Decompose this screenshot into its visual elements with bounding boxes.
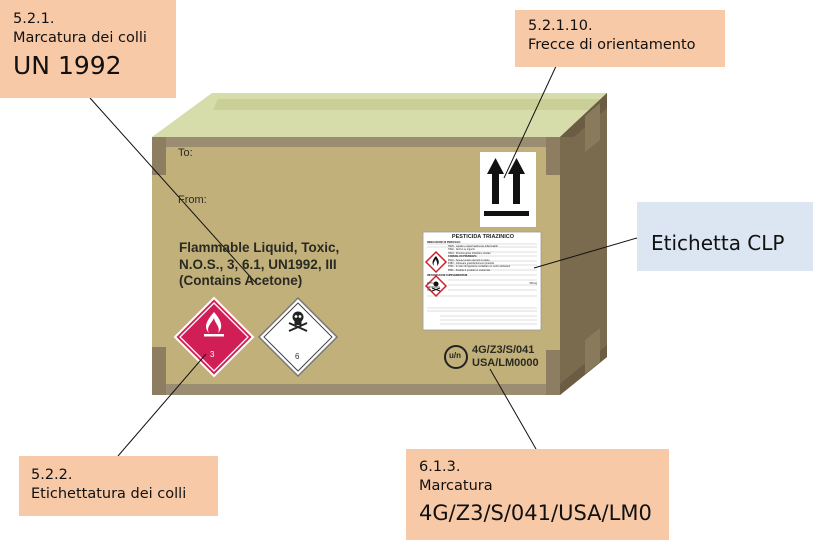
proper-shipping-name: Flammable Liquid, Toxic, N.O.S., 3, 6.1,…: [179, 240, 339, 290]
up-arrow-icon: [484, 158, 529, 216]
to-label: To:: [178, 147, 193, 159]
clp-footer-line: DITTA:: [427, 282, 435, 286]
un-mark-line: 4G/Z3/S/041: [472, 344, 535, 356]
clp-precaution: P210 - Tenere lontano da fonti di calore: [448, 258, 490, 262]
toxic-hazard-diamond: [257, 296, 339, 378]
clp-footer-line: INDIRIZZO:: [427, 285, 441, 289]
clp-hazard-statement: H319 - Provoca grave irritazione oculare: [448, 251, 491, 255]
from-label: From:: [178, 194, 207, 206]
clp-label-lines: [427, 243, 537, 325]
box-corner-bottom-right: [546, 350, 560, 395]
clp-hazard-header: INDICAZIONI DI PERICOLO: [427, 241, 461, 244]
un-marking-on-box: 4G/Z3/S/041 USA/LM0000: [472, 344, 539, 370]
callout-title: Etichettatura dei colli: [31, 486, 187, 502]
box-side-face: [560, 93, 607, 395]
leader-orientation-arrows: [503, 61, 559, 179]
flammable-hazard-diamond: [173, 296, 255, 378]
callout-un-marking: 6.1.3. Marcatura 4G/Z3/S/041/USA/LM0: [406, 449, 669, 540]
callout-title: Marcatura dei colli: [13, 30, 147, 46]
clp-label-text: PESTICIDA TRIAZINICO INDICAZIONI DI PERI…: [427, 234, 539, 293]
clp-hazard-statement: H302 - Nocivo se ingerito: [448, 248, 475, 252]
leader-lines: [89, 61, 638, 457]
box-corner-bottom-left: [152, 347, 166, 395]
leader-package-labelling: [117, 353, 207, 457]
callout-title: Marcatura: [419, 478, 493, 494]
clp-label-card: [422, 231, 542, 331]
callout-un-mark-value: 4G/Z3/S/041/USA/LM0: [419, 501, 652, 525]
leader-clp-label: [533, 237, 638, 269]
shipping-name-line: (Contains Acetone): [179, 273, 303, 288]
clp-precaution: P280 - Indossare guanti/indumenti protet…: [448, 262, 495, 266]
clp-footer-qty: 500 kg: [529, 282, 537, 286]
box-corner-top-left: [152, 137, 166, 175]
shipping-name-line: Flammable Liquid, Toxic,: [179, 240, 340, 255]
clp-toxic-pictogram: [424, 274, 448, 298]
callout-package-labelling: 5.2.2. Etichettatura dei colli: [19, 456, 218, 516]
box-top-center-band: [213, 99, 600, 110]
shipping-name-line: N.O.S., 3, 6.1, UN1992, III: [179, 256, 337, 272]
clp-product-name: PESTICIDA TRIAZINICO: [451, 234, 515, 240]
un-packaging-symbol: [444, 345, 468, 369]
box-side-tape-top: [560, 93, 607, 137]
box-side-corner-top: [585, 103, 600, 152]
clp-prec-header: CONSIGLI DI PRUDENZA: [448, 255, 477, 259]
callout-section-number: 6.1.3.: [419, 459, 461, 475]
un-mark-line: USA/LM0000: [472, 357, 539, 369]
clp-hazard-statement: H225 - Liquido e vapori facilmente infia…: [448, 245, 498, 248]
skull-crossbones-icon: [288, 311, 308, 332]
toxic-class-number: 6: [295, 352, 300, 361]
flame-icon: [206, 312, 222, 333]
box-tape-bottom: [152, 384, 560, 395]
leader-un-marking: [489, 368, 537, 450]
box-tape-top: [152, 137, 560, 147]
callout-packaging-marking: 5.2.1. Marcatura dei colli UN 1992: [0, 0, 176, 98]
clp-supp-header: INFORMAZIONI SUPPLEMENTARI: [427, 274, 468, 278]
callout-section-number: 5.2.1.: [13, 11, 55, 27]
flammable-class-number: 3: [210, 350, 215, 359]
clp-footer-line: TEL.:: [427, 289, 433, 293]
clp-flammable-pictogram: [424, 250, 448, 274]
box-corner-top-right: [546, 137, 560, 175]
clp-precaution: P501 - Smaltire il prodotto in conformit…: [448, 268, 490, 272]
callout-section-number: 5.2.1.10.: [528, 18, 593, 34]
leader-packaging-marking: [89, 97, 256, 283]
clp-precaution: P301 - In caso di ingestione contattare …: [448, 265, 511, 269]
callout-section-number: 5.2.2.: [31, 467, 73, 483]
callout-clp-label: Etichetta CLP: [637, 202, 813, 271]
callout-title: Etichetta CLP: [651, 231, 785, 255]
callout-title: Frecce di orientamento: [528, 37, 696, 53]
box-side-corner-bottom: [585, 328, 600, 374]
callout-un-number: UN 1992: [13, 51, 122, 80]
un-symbol-text: u/n: [449, 351, 461, 360]
callout-orientation-arrows: 5.2.1.10. Frecce di orientamento: [515, 10, 725, 67]
